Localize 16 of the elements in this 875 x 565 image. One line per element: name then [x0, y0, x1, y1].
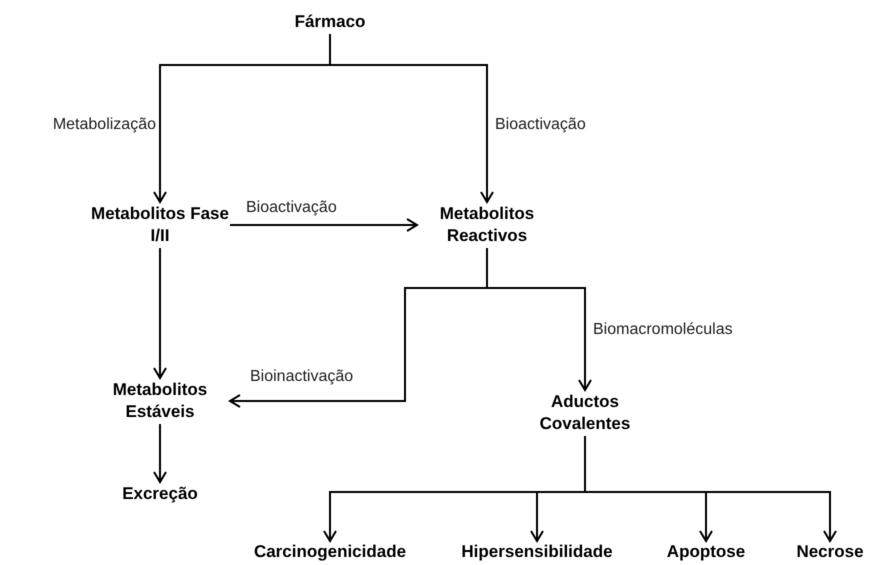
arrow [329, 34, 494, 203]
node-label: Apoptose [666, 541, 746, 563]
arrow [486, 248, 592, 391]
node-label: Necrose [796, 541, 864, 563]
arrow [153, 248, 167, 379]
node-label: Hipersensibilidade [461, 541, 613, 563]
arrow [230, 218, 418, 232]
node-label: Aductos Covalentes [538, 391, 632, 435]
node-label: Fármaco [294, 11, 366, 33]
node-label: Carcinogenicidade [254, 541, 406, 563]
arrow [584, 436, 837, 542]
node-label: Metabolitos Fase I/II [90, 203, 230, 247]
node-label: Metabolitos Reactivos [438, 203, 536, 247]
arrow [153, 424, 167, 483]
node-label: Excreção [122, 483, 198, 505]
node-label: Metabolitos Estáveis [112, 379, 208, 423]
